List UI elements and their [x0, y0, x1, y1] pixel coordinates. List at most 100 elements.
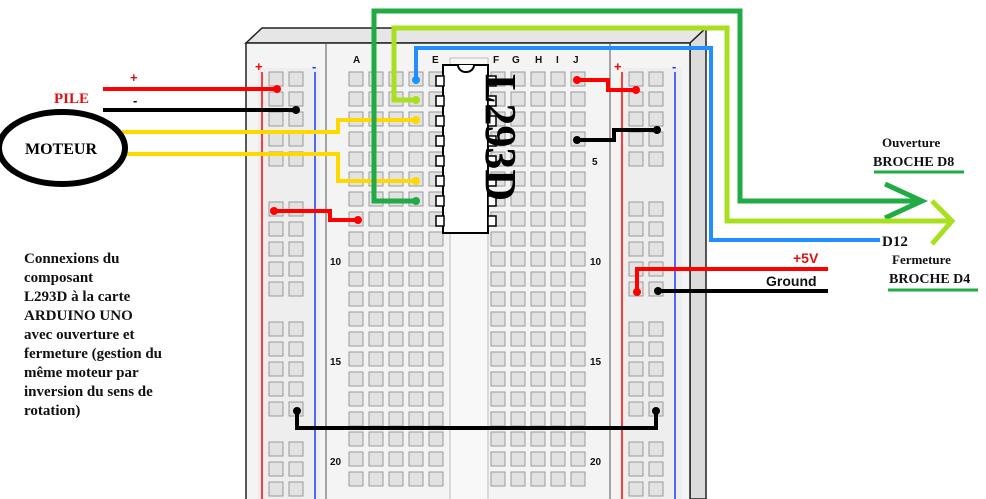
breadboard-hole — [408, 131, 424, 147]
breadboard-hole — [628, 381, 644, 397]
breadboard-hole — [648, 151, 664, 167]
breadboard-hole — [510, 171, 526, 187]
breadboard-hole — [530, 351, 546, 367]
breadboard-hole — [368, 311, 384, 327]
breadboard-hole — [628, 241, 644, 257]
breadboard-hole — [530, 231, 546, 247]
breadboard-hole — [388, 211, 404, 227]
description-line: même moteur par — [24, 365, 139, 381]
breadboard-hole — [428, 271, 444, 287]
breadboard-hole — [368, 351, 384, 367]
breadboard-hole — [628, 91, 644, 107]
breadboard-hole — [490, 271, 506, 287]
breadboard-hole — [510, 391, 526, 407]
breadboard-hole — [268, 461, 284, 477]
ground-bridge-wire — [295, 411, 658, 430]
motor-wire-1 — [122, 118, 416, 134]
rail-black-jumper-right — [577, 128, 657, 142]
chip-pin — [487, 175, 497, 187]
breadboard-hole — [388, 151, 404, 167]
d8-arrow-head — [883, 181, 928, 221]
chip-pin — [487, 195, 497, 207]
breadboard-hole — [628, 111, 644, 127]
breadboard-hole — [648, 461, 664, 477]
rail-red-jumper-right — [577, 78, 636, 92]
breadboard-hole — [268, 241, 284, 257]
breadboard-hole — [628, 321, 644, 337]
breadboard-hole — [570, 331, 586, 347]
breadboard-hole — [490, 431, 506, 447]
breadboard-hole — [550, 471, 566, 487]
breadboard-hole — [530, 91, 546, 107]
breadboard-hole — [368, 211, 384, 227]
breadboard-hole — [348, 291, 364, 307]
breadboard-hole — [268, 111, 284, 127]
breadboard-hole — [570, 371, 586, 387]
breadboard-hole — [648, 131, 664, 147]
breadboard-hole — [628, 201, 644, 217]
breadboard-hole — [550, 151, 566, 167]
breadboard-hole — [288, 461, 304, 477]
description-line: Connexions du — [24, 251, 120, 267]
breadboard-hole — [530, 411, 546, 427]
row-number-10-right: 10 — [590, 257, 602, 268]
wires — [103, 8, 978, 430]
breadboard-hole — [570, 451, 586, 467]
breadboard-hole — [288, 381, 304, 397]
breadboard-hole — [648, 381, 664, 397]
breadboard-hole — [268, 341, 284, 357]
breadboard-hole — [550, 451, 566, 467]
breadboard-hole — [510, 91, 526, 107]
breadboard-hole — [408, 271, 424, 287]
d4-wire — [391, 25, 950, 224]
breadboard-hole — [428, 231, 444, 247]
breadboard-hole — [628, 131, 644, 147]
breadboard-hole — [428, 471, 444, 487]
column-letter-h: H — [535, 55, 542, 66]
d12-label: D12 — [882, 234, 908, 250]
breadboard-hole — [368, 391, 384, 407]
breadboard-hole — [530, 431, 546, 447]
breadboard-hole — [550, 351, 566, 367]
breadboard-hole — [510, 151, 526, 167]
breadboard-hole — [550, 291, 566, 307]
description-line: L293D à la carte — [24, 289, 131, 305]
breadboard-hole — [510, 291, 526, 307]
breadboard-hole — [428, 391, 444, 407]
breadboard-hole — [530, 111, 546, 127]
breadboard-hole — [368, 431, 384, 447]
breadboard-hole — [570, 351, 586, 367]
breadboard-hole — [388, 411, 404, 427]
breadboard-hole — [490, 371, 506, 387]
breadboard-hole — [268, 381, 284, 397]
breadboard-hole — [648, 321, 664, 337]
breadboard-hole — [388, 331, 404, 347]
breadboard-hole — [288, 241, 304, 257]
breadboard-hole — [628, 481, 644, 497]
breadboard-hole — [408, 251, 424, 267]
breadboard-hole — [570, 291, 586, 307]
breadboard-hole — [648, 341, 664, 357]
breadboard-hole — [408, 451, 424, 467]
breadboard-hole — [510, 411, 526, 427]
breadboard-hole — [570, 231, 586, 247]
breadboard-hole — [408, 231, 424, 247]
breadboard-hole — [368, 231, 384, 247]
breadboard-hole — [268, 481, 284, 497]
breadboard-hole — [288, 341, 304, 357]
breadboard-hole — [348, 451, 364, 467]
rail-red-jumper-left — [274, 209, 358, 222]
description-line: rotation) — [24, 403, 81, 419]
breadboard-hole — [570, 471, 586, 487]
breadboard-hole — [408, 211, 424, 227]
breadboard-hole — [408, 431, 424, 447]
column-letter-j: J — [573, 55, 579, 66]
breadboard-hole — [510, 191, 526, 207]
breadboard-hole — [348, 431, 364, 447]
breadboard-hole — [428, 351, 444, 367]
breadboard-hole — [570, 211, 586, 227]
breadboard-hole — [490, 311, 506, 327]
breadboard-hole — [530, 171, 546, 187]
column-letter-e: E — [432, 55, 439, 66]
